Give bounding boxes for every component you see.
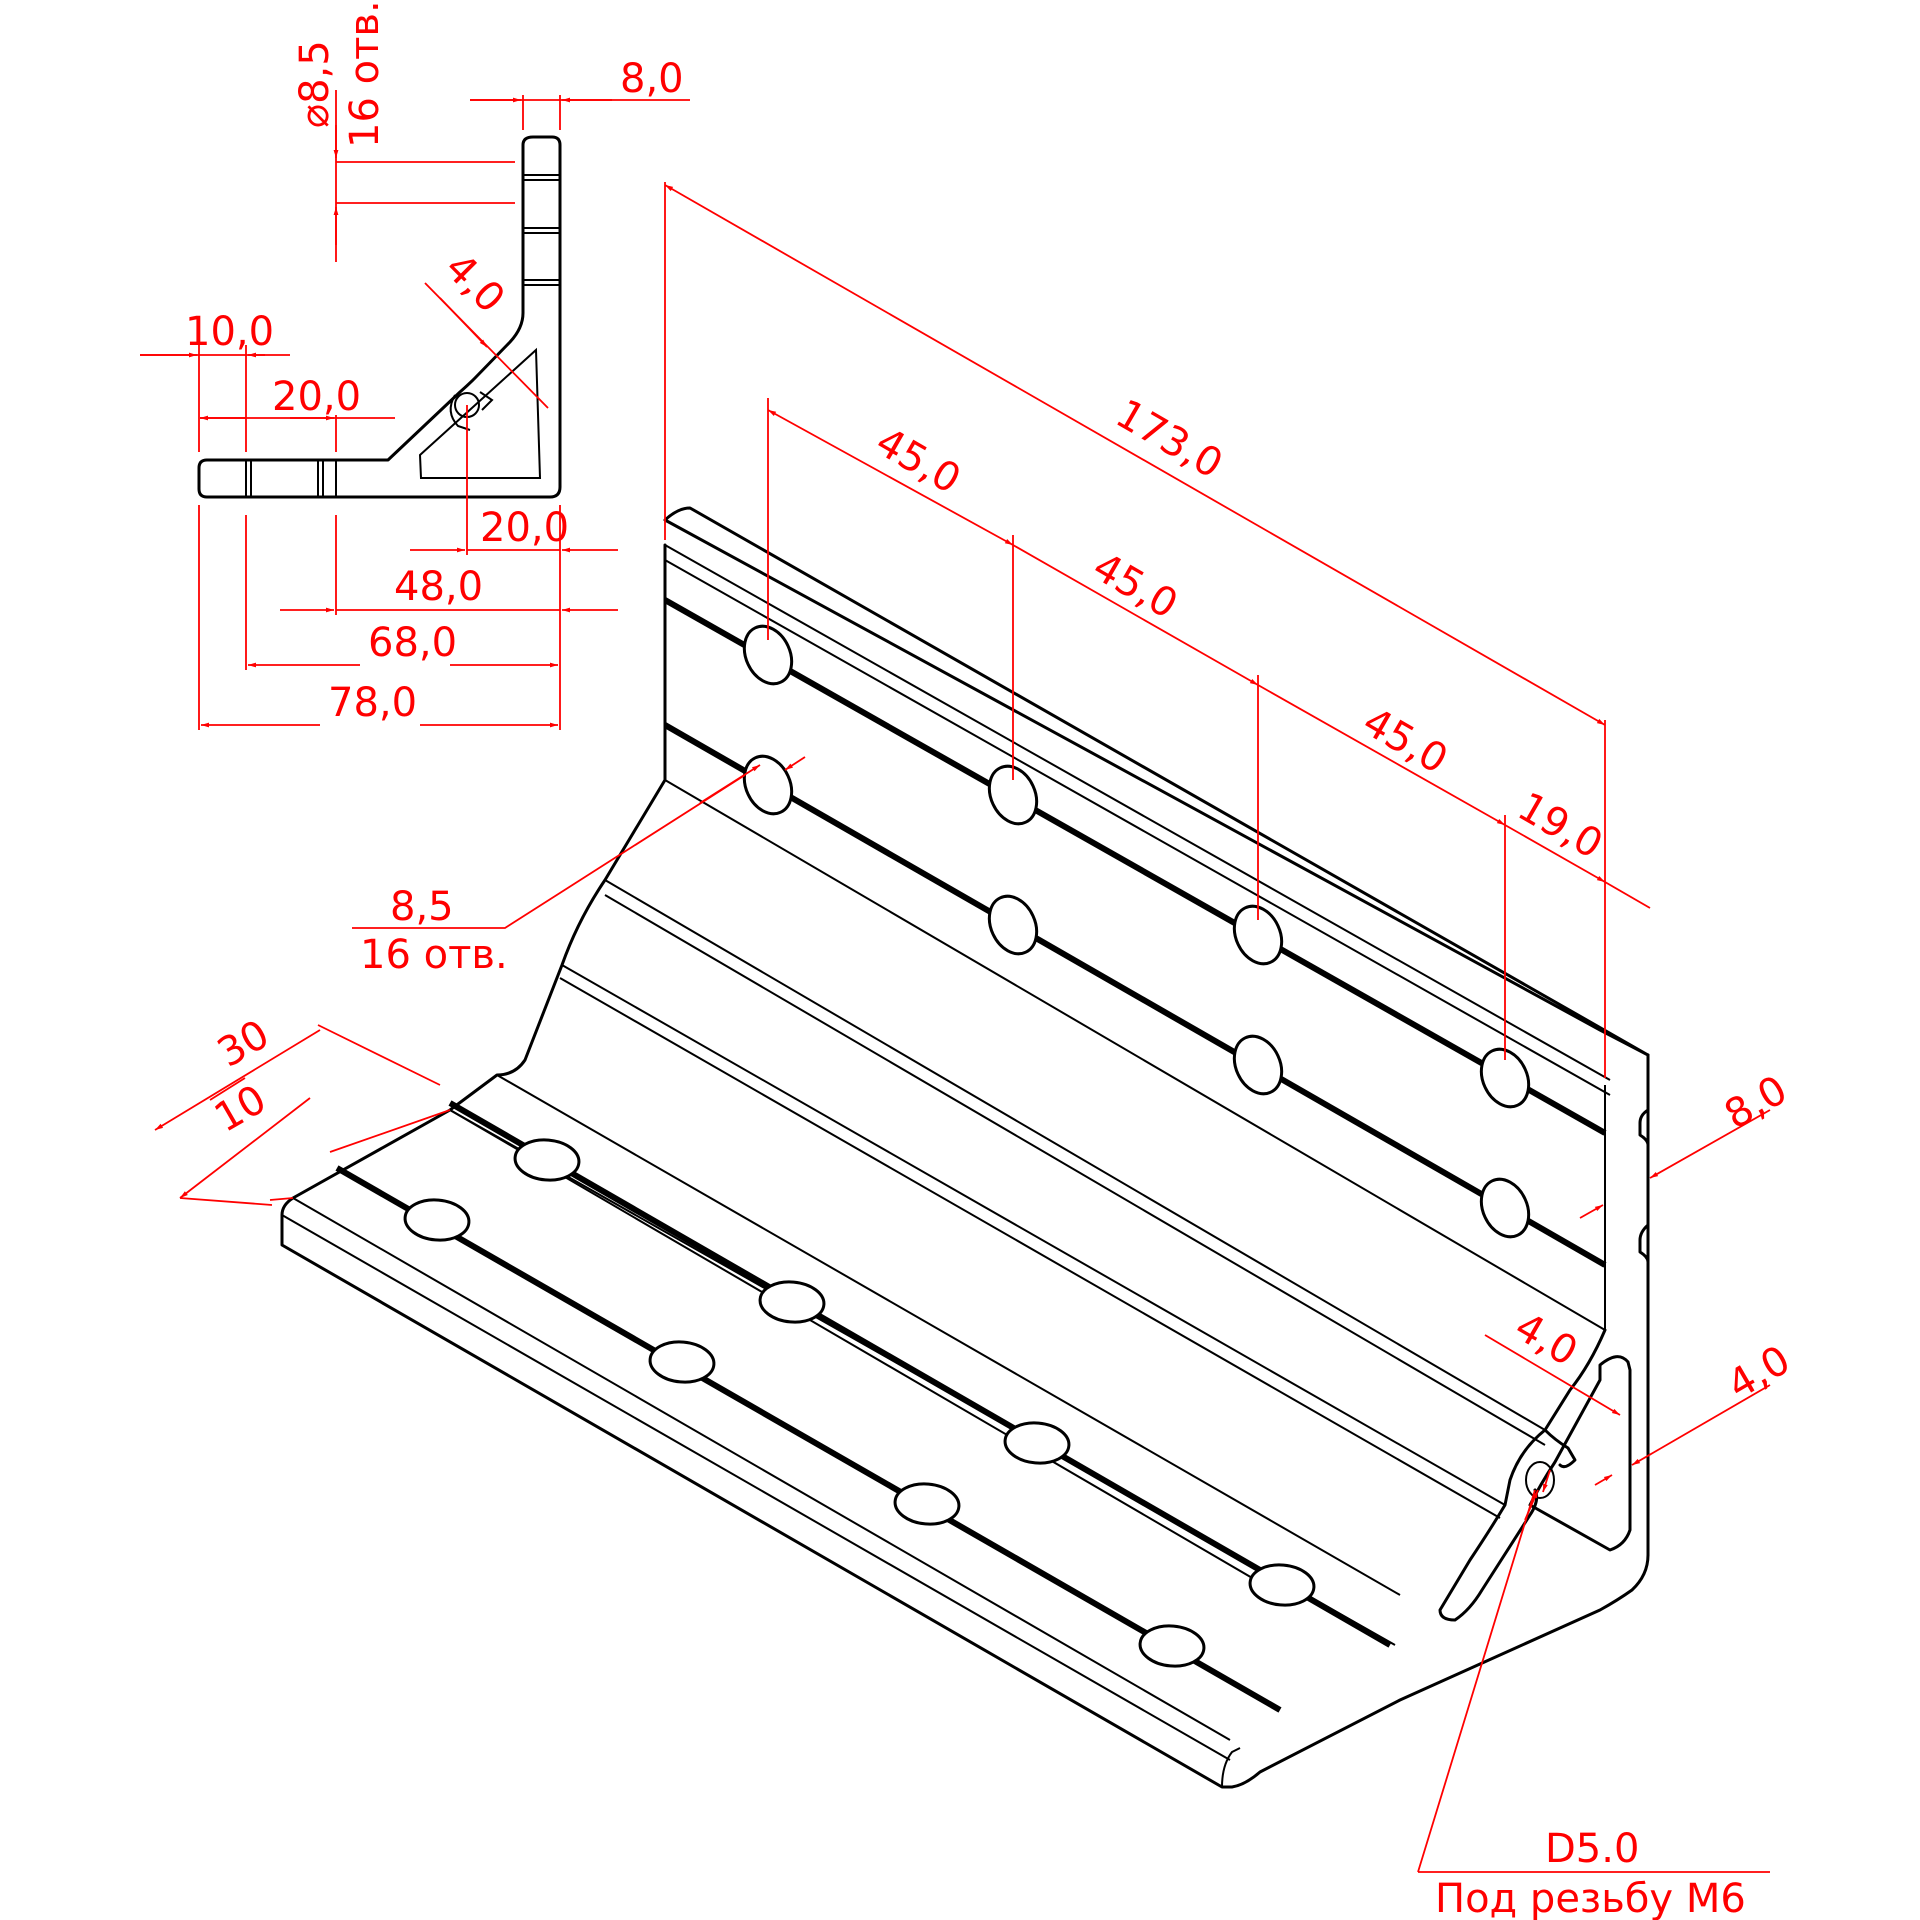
- iso-dim-thickness: 8,0: [1717, 1067, 1795, 1139]
- hole: [1479, 1177, 1531, 1239]
- hole: [1479, 1047, 1531, 1109]
- hole: [403, 1198, 471, 1242]
- section-dimensions: ⌀8,5 16 отв. 8,0 4,0 10,0 20,0: [140, 0, 690, 730]
- profile-outline: [197, 135, 562, 499]
- iso-dim-10: 10: [207, 1076, 274, 1141]
- iso-dimensions: 173,0 45,0 45,0 45,0 19,0 8,5 16 отв. 30: [154, 182, 1798, 1920]
- iso-dim-length: 173,0: [1108, 391, 1230, 488]
- hole: [1232, 904, 1284, 966]
- iso-hole-callout-count: 16 отв.: [360, 932, 508, 978]
- isometric-view: 173,0 45,0 45,0 45,0 19,0 8,5 16 отв. 30: [154, 182, 1798, 1920]
- bracket-body: [280, 506, 1650, 1789]
- iso-thread-dia: D5.0: [1545, 1826, 1639, 1872]
- iso-hole-callout-dia: 8,5: [390, 884, 454, 930]
- section-dim-78: 78,0: [328, 680, 417, 726]
- section-dim-10: 10,0: [185, 309, 274, 355]
- hole: [1003, 1421, 1071, 1465]
- hole: [742, 754, 794, 816]
- profile-hole-marks: [245, 174, 560, 497]
- section-dim-20b: 20,0: [480, 505, 569, 551]
- iso-dim-rib-2: 4,0: [1720, 1337, 1798, 1409]
- hole: [648, 1340, 716, 1384]
- hole: [987, 894, 1039, 956]
- hole: [513, 1138, 581, 1182]
- iso-dim-pitch-1: 45,0: [868, 419, 968, 503]
- iso-dim-pitch-3: 45,0: [1355, 699, 1455, 783]
- iso-dim-30: 30: [210, 1011, 277, 1076]
- section-hole-count: 16 отв.: [342, 0, 388, 148]
- hole: [1232, 1034, 1284, 1096]
- hole: [1248, 1563, 1316, 1607]
- section-dim-thickness: 8,0: [620, 56, 684, 102]
- section-hole-dia: ⌀8,5: [292, 40, 338, 128]
- hole: [987, 764, 1039, 826]
- hole: [758, 1280, 826, 1324]
- iso-thread-note: Под резьбу М6: [1435, 1876, 1746, 1920]
- iso-dim-rib: 4,0: [1507, 1304, 1585, 1376]
- section-dim-48: 48,0: [394, 564, 483, 610]
- section-dim-68: 68,0: [368, 620, 457, 666]
- section-dim-fillet: 4,0: [436, 245, 514, 323]
- section-dim-20: 20,0: [272, 374, 361, 420]
- section-view: ⌀8,5 16 отв. 8,0 4,0 10,0 20,0: [140, 0, 690, 730]
- hole: [893, 1482, 961, 1526]
- hole: [1138, 1624, 1206, 1668]
